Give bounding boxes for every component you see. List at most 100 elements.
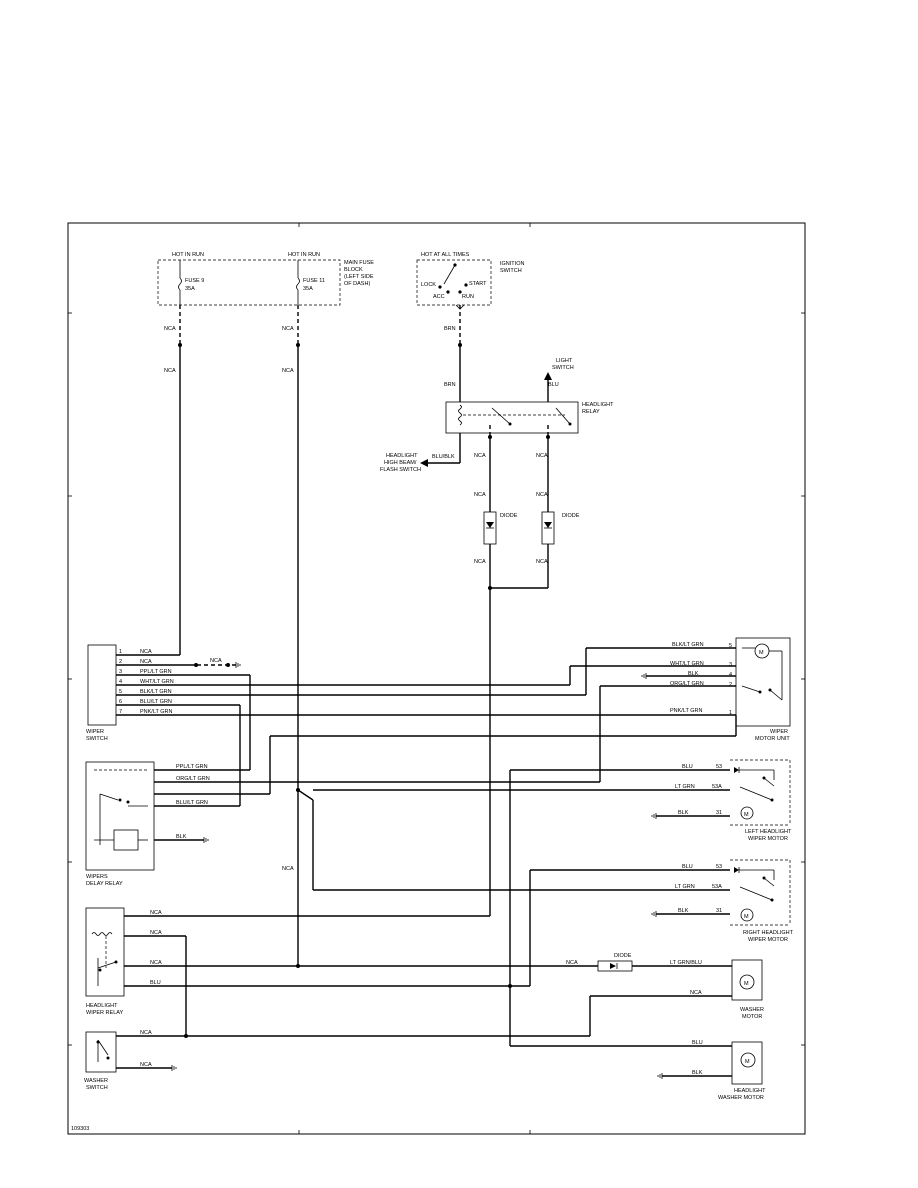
washer-motor-label-2: MOTOR xyxy=(742,1014,762,1020)
wm-pin-5: 5 xyxy=(729,643,732,649)
wire-nca-d2c: NCA xyxy=(536,559,548,565)
rh-motor-label-2: WIPER MOTOR xyxy=(748,937,788,943)
fuse-block-label-2: BLOCK xyxy=(344,267,363,273)
hwr-wire-1: NCA xyxy=(150,910,162,916)
wm-pin-3: 3 xyxy=(729,662,732,668)
wm-wire-1: PNK/LT GRN xyxy=(670,708,703,714)
light-switch-label-2: SWITCH xyxy=(552,365,574,371)
rh-diode-icon xyxy=(734,867,739,873)
lh-motor-label-1: LEFT HEADLIGHT xyxy=(745,829,792,835)
wire-nca-d1b: NCA xyxy=(474,492,486,498)
hwr-label-1: HEADLIGHT xyxy=(86,1003,118,1009)
ignition-label-2: SWITCH xyxy=(500,268,522,274)
dr-wire-ppl: PPL/LT GRN xyxy=(176,764,208,770)
washer-motor: M WASHER MOTOR xyxy=(731,959,764,1020)
fuse9-icon xyxy=(178,277,182,291)
ignition-run: RUN xyxy=(462,294,474,300)
rh-wire-blk: BLK xyxy=(678,908,689,914)
ignition-lock: LOCK xyxy=(421,282,436,288)
flash-switch-arrow-icon xyxy=(420,459,428,467)
wsw-wire-1: NCA xyxy=(140,1030,152,1036)
lh-wire-blu: BLU xyxy=(682,764,693,770)
hl-washer-label-2: WASHER MOTOR xyxy=(718,1095,764,1101)
frame-ticks xyxy=(68,223,805,1134)
wiper-motor-label-1: WIPER xyxy=(770,729,788,735)
wire-nca-f11a: NCA xyxy=(282,326,294,332)
wire-nca-f11b: NCA xyxy=(282,368,294,374)
wiper-switch-label-2: SWITCH xyxy=(86,736,108,742)
wipers-relay-label-1: WIPERS xyxy=(86,874,108,880)
wm-pin-2: 2 xyxy=(729,682,732,688)
hwr-wire-3: NCA xyxy=(150,960,162,966)
wire-nca-d1c: NCA xyxy=(474,559,486,565)
diode-2: DIODE xyxy=(541,511,580,545)
light-switch-label-1: LIGHT xyxy=(556,358,573,364)
wm-pin-1: 1 xyxy=(729,710,732,716)
hl-washer-m: M xyxy=(745,1059,750,1065)
washer-motor-icon xyxy=(739,974,755,990)
fuse11-icon xyxy=(296,277,300,291)
rh-pin-53: 53 xyxy=(716,864,722,870)
ground-icon-hlw xyxy=(657,1073,663,1079)
hwr-coil-icon xyxy=(91,932,113,936)
hlw-wire-blk: BLK xyxy=(692,1070,703,1076)
ws-pin-5: 5 xyxy=(119,689,122,695)
dr-wire-blk: BLK xyxy=(176,834,187,840)
washer-switch: WASHER SWITCH xyxy=(84,1031,117,1091)
fuse11-name: FUSE 11 xyxy=(303,278,325,284)
wiper-switch-label-1: WIPER xyxy=(86,729,104,735)
wiper-motor-m: M xyxy=(759,650,764,656)
ws-pin-2: 2 xyxy=(119,659,122,665)
ws-wire-3: PPL/LT GRN xyxy=(140,669,172,675)
ground-icon-ws xyxy=(235,662,241,668)
lh-pin-53a: 53A xyxy=(712,784,722,790)
wm-wire-2: ORG/LT GRN xyxy=(670,681,704,687)
ws-wire-6: BLU/LT GRN xyxy=(140,699,172,705)
hwr-wire-3b: NCA xyxy=(566,960,578,966)
wm-wire-ltgrnblu: LT GRN/BLU xyxy=(670,960,702,966)
ws-wire-4: WHT/LT GRN xyxy=(140,679,174,685)
fuse11-hot-label: HOT IN RUN xyxy=(288,252,320,258)
diode-3-label: DIODE xyxy=(614,953,632,959)
hwr-wire-2: NCA xyxy=(150,930,162,936)
wiper-motor-label-2: MOTOR UNIT xyxy=(755,736,790,742)
left-headlight-wiper-motor: M LEFT HEADLIGHT WIPER MOTOR xyxy=(730,759,792,842)
flash-switch-label-1: HEADLIGHT xyxy=(386,453,418,459)
ws-wire-2b: NCA xyxy=(210,658,222,664)
hl-washer-motor-icon xyxy=(740,1052,756,1068)
fuse11-amp: 35A xyxy=(303,286,313,292)
wire-brn-a: BRN xyxy=(444,326,456,332)
ground-icon-wm xyxy=(641,673,647,679)
hlw-wire-blu: BLU xyxy=(692,1040,703,1046)
ignition-switch: HOT AT ALL TIMES IGNITION SWITCH LOCK ST… xyxy=(416,252,524,306)
hwr-wire-4: BLU xyxy=(150,980,161,986)
diode-2-icon xyxy=(544,522,552,528)
ground-icon-lh xyxy=(651,813,657,819)
diode-3: DIODE xyxy=(597,953,633,972)
diode-1-label: DIODE xyxy=(500,513,518,519)
wire-brn-b: BRN xyxy=(444,382,456,388)
wm-wire-4: BLK xyxy=(688,671,699,677)
ignition-start: START xyxy=(469,281,487,287)
lh-motor-m: M xyxy=(744,812,749,818)
light-switch-arrow-icon xyxy=(544,372,552,380)
ignition-label-1: IGNITION xyxy=(500,261,524,267)
diode-1: DIODE xyxy=(483,511,518,545)
wire-nca-f11c: NCA xyxy=(282,866,294,872)
ws-pin-1: 1 xyxy=(119,649,122,655)
washer-motor-m: M xyxy=(744,981,749,987)
washer-switch-label-2: SWITCH xyxy=(86,1085,108,1091)
ws-wire-7: PNK/LT GRN xyxy=(140,709,173,715)
wipers-delay-relay: WIPERS DELAY RELAY xyxy=(85,761,155,887)
wipers-relay-label-2: DELAY RELAY xyxy=(86,881,123,887)
lh-diode-icon xyxy=(734,767,739,773)
fuse9-hot-label: HOT IN RUN xyxy=(172,252,204,258)
washer-motor-label-1: WASHER xyxy=(740,1007,764,1013)
headlight-washer-motor: M HEADLIGHT WASHER MOTOR xyxy=(718,1041,766,1101)
wash-wire-nca: NCA xyxy=(690,990,702,996)
diode-2-label: DIODE xyxy=(562,513,580,519)
rh-pin-53a: 53A xyxy=(712,884,722,890)
diode-3-icon xyxy=(610,963,616,969)
ws-wire-2: NCA xyxy=(140,659,152,665)
